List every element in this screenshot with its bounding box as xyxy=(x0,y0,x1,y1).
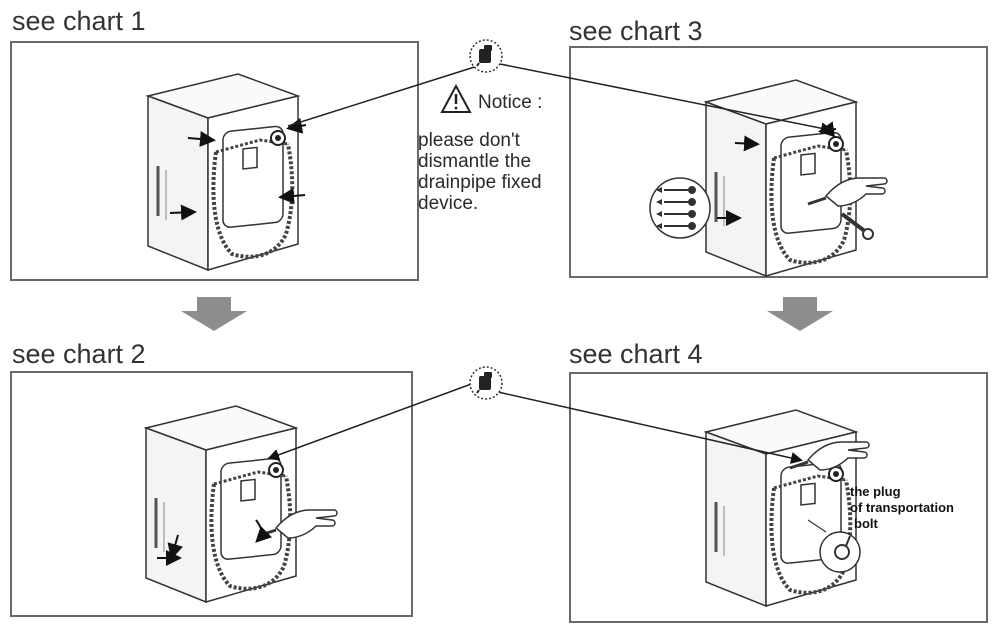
connector-chart2 xyxy=(267,382,475,461)
notice-line: please don't xyxy=(418,130,520,151)
notice-heading: Notice : xyxy=(446,92,542,114)
chart-3-wrench-icon xyxy=(840,212,874,240)
chart-2-title: see chart 2 xyxy=(12,339,146,369)
plug-label-line: bolt xyxy=(854,516,878,531)
chart-1-machine xyxy=(146,72,300,272)
drainpipe-fixed-device-icon xyxy=(469,366,503,400)
chart-4-title: see chart 4 xyxy=(569,339,703,369)
plug-label-line: of transportation xyxy=(850,500,954,515)
plug-label-line: the plug xyxy=(850,484,901,499)
drainpipe-fixed-device-icon xyxy=(469,39,503,73)
connector-chart4 xyxy=(497,391,803,464)
chart-4-plug-inset xyxy=(819,531,861,573)
chart-3-bolts-inset xyxy=(649,177,711,239)
connector-chart1 xyxy=(287,63,485,127)
notice-body: please don't dismantle the drainpipe fix… xyxy=(418,130,578,214)
notice-line: dismantle the xyxy=(418,151,532,172)
down-arrow-icon xyxy=(181,297,247,331)
chart-4-machine xyxy=(704,408,858,608)
chart-2-machine xyxy=(144,404,298,604)
notice-line: drainpipe fixed xyxy=(418,172,542,193)
chart-1-title: see chart 1 xyxy=(12,6,146,36)
warning-triangle-icon xyxy=(440,83,472,113)
plug-label: the plug of transportation bolt xyxy=(850,484,954,532)
notice-heading-text: Notice : xyxy=(478,92,543,113)
notice-line: device. xyxy=(418,193,479,214)
connector-chart3 xyxy=(499,63,833,135)
down-arrow-icon xyxy=(767,297,833,331)
chart-3-title: see chart 3 xyxy=(569,16,703,46)
